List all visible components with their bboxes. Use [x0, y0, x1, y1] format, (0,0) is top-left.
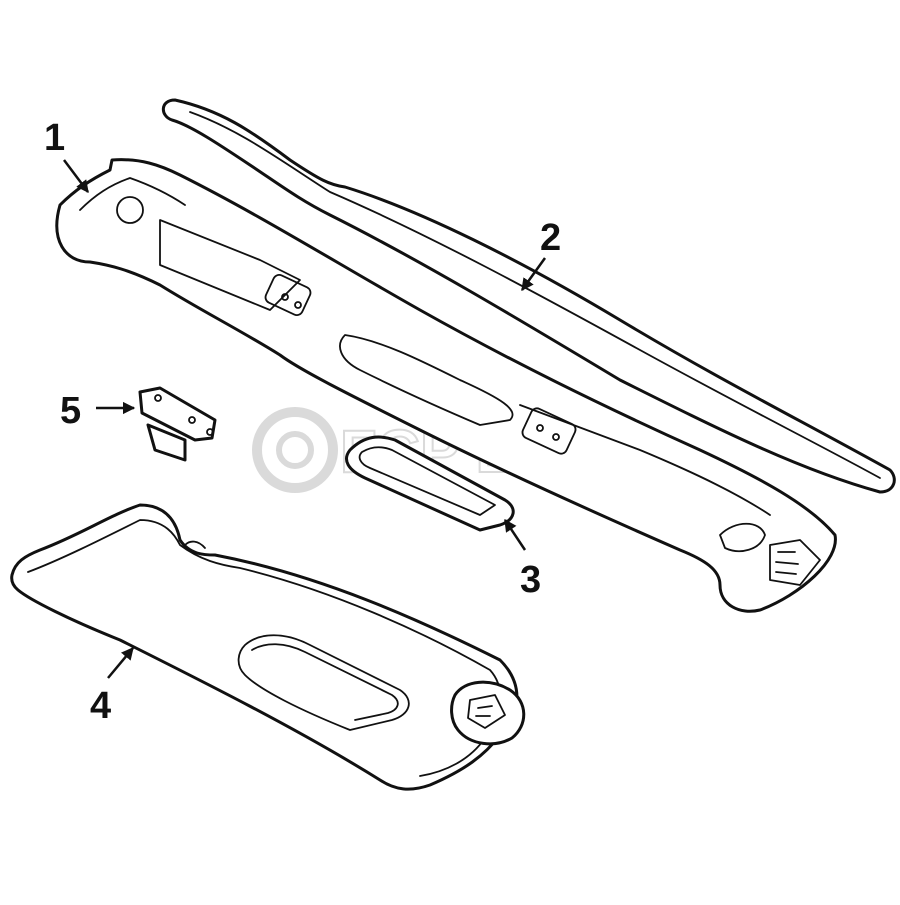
callout-2: 2 [520, 217, 561, 292]
watermark-logo-icon [252, 407, 338, 493]
part-1-overhead-console [55, 158, 837, 613]
part-4-sun-visor [10, 503, 526, 791]
part-3-trim-insert [345, 435, 515, 532]
leader-arrow-icon [503, 518, 527, 551]
part-2-header-seal [161, 98, 896, 494]
callout-number-3: 3 [520, 559, 541, 601]
callout-number-1: 1 [44, 117, 65, 159]
callout-4: 4 [90, 647, 134, 727]
callout-3: 3 [503, 518, 541, 601]
callout-1: 1 [44, 117, 89, 193]
leader-arrow-icon [63, 159, 89, 193]
leader-arrow-icon [107, 647, 134, 679]
part-5-retainer-clip [138, 386, 217, 462]
console-hole-icon [116, 196, 144, 224]
callout-number-4: 4 [90, 685, 111, 727]
callout-5: 5 [60, 390, 136, 432]
callout-number-5: 5 [60, 390, 81, 432]
leader-arrow-icon [520, 257, 547, 292]
callout-number-2: 2 [540, 217, 561, 259]
